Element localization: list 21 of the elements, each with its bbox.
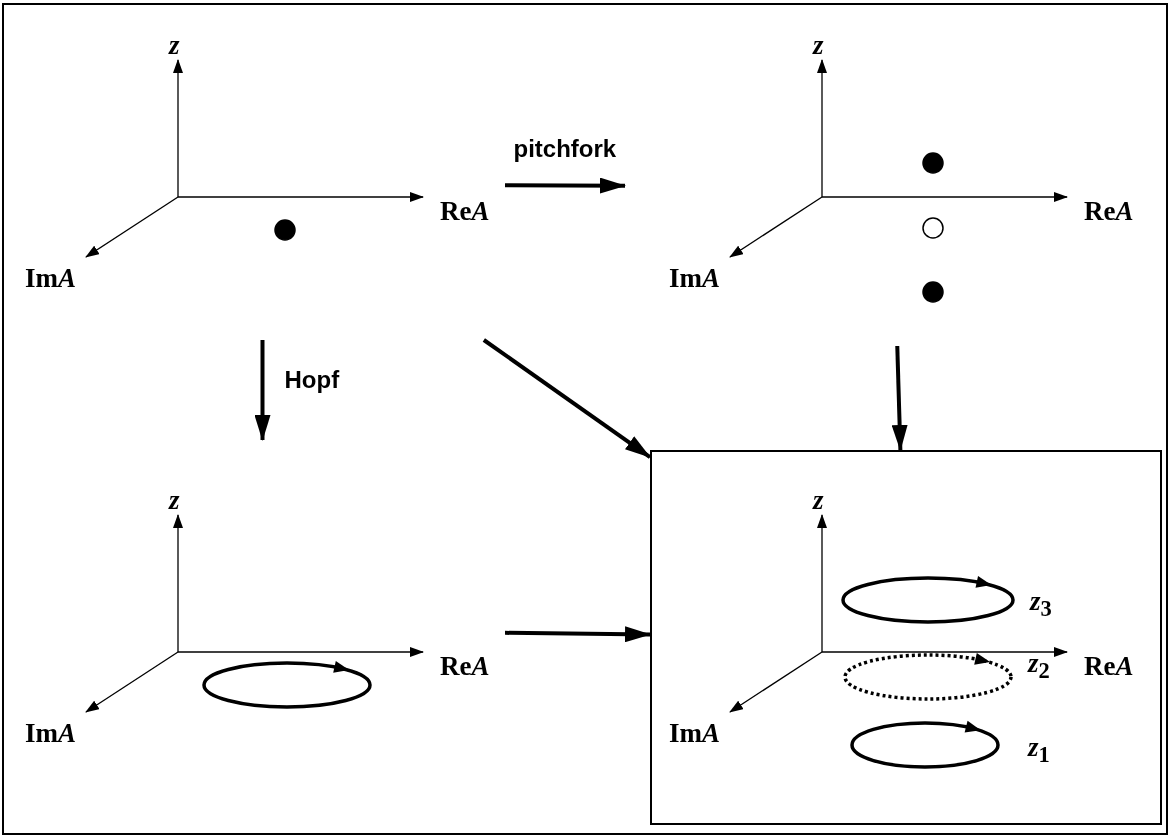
axis-label: ImA — [669, 718, 720, 748]
arrow — [504, 626, 651, 643]
axis-label: z — [169, 485, 180, 515]
axis-label: z — [813, 485, 824, 515]
axis-label: z — [813, 30, 824, 60]
arrow — [254, 340, 271, 441]
axis-label: ReA — [440, 651, 490, 681]
orbit-label: z$_{2}$ — [1028, 648, 1050, 686]
orbit-label: z$_{1}$ — [1028, 732, 1050, 770]
axis-label: z — [169, 30, 180, 60]
framed-panel — [650, 450, 1162, 825]
arrow — [505, 177, 626, 194]
axis-label: ReA — [1084, 196, 1134, 226]
arrow — [482, 338, 652, 459]
axis-label: ReA — [1084, 651, 1134, 681]
axis-label: ImA — [25, 718, 76, 748]
axis-label: ReA — [440, 196, 490, 226]
arrow — [891, 345, 908, 451]
axis-label: ImA — [25, 263, 76, 293]
axis-label: ImA — [669, 263, 720, 293]
orbit-label: z$_{3}$ — [1030, 586, 1052, 624]
